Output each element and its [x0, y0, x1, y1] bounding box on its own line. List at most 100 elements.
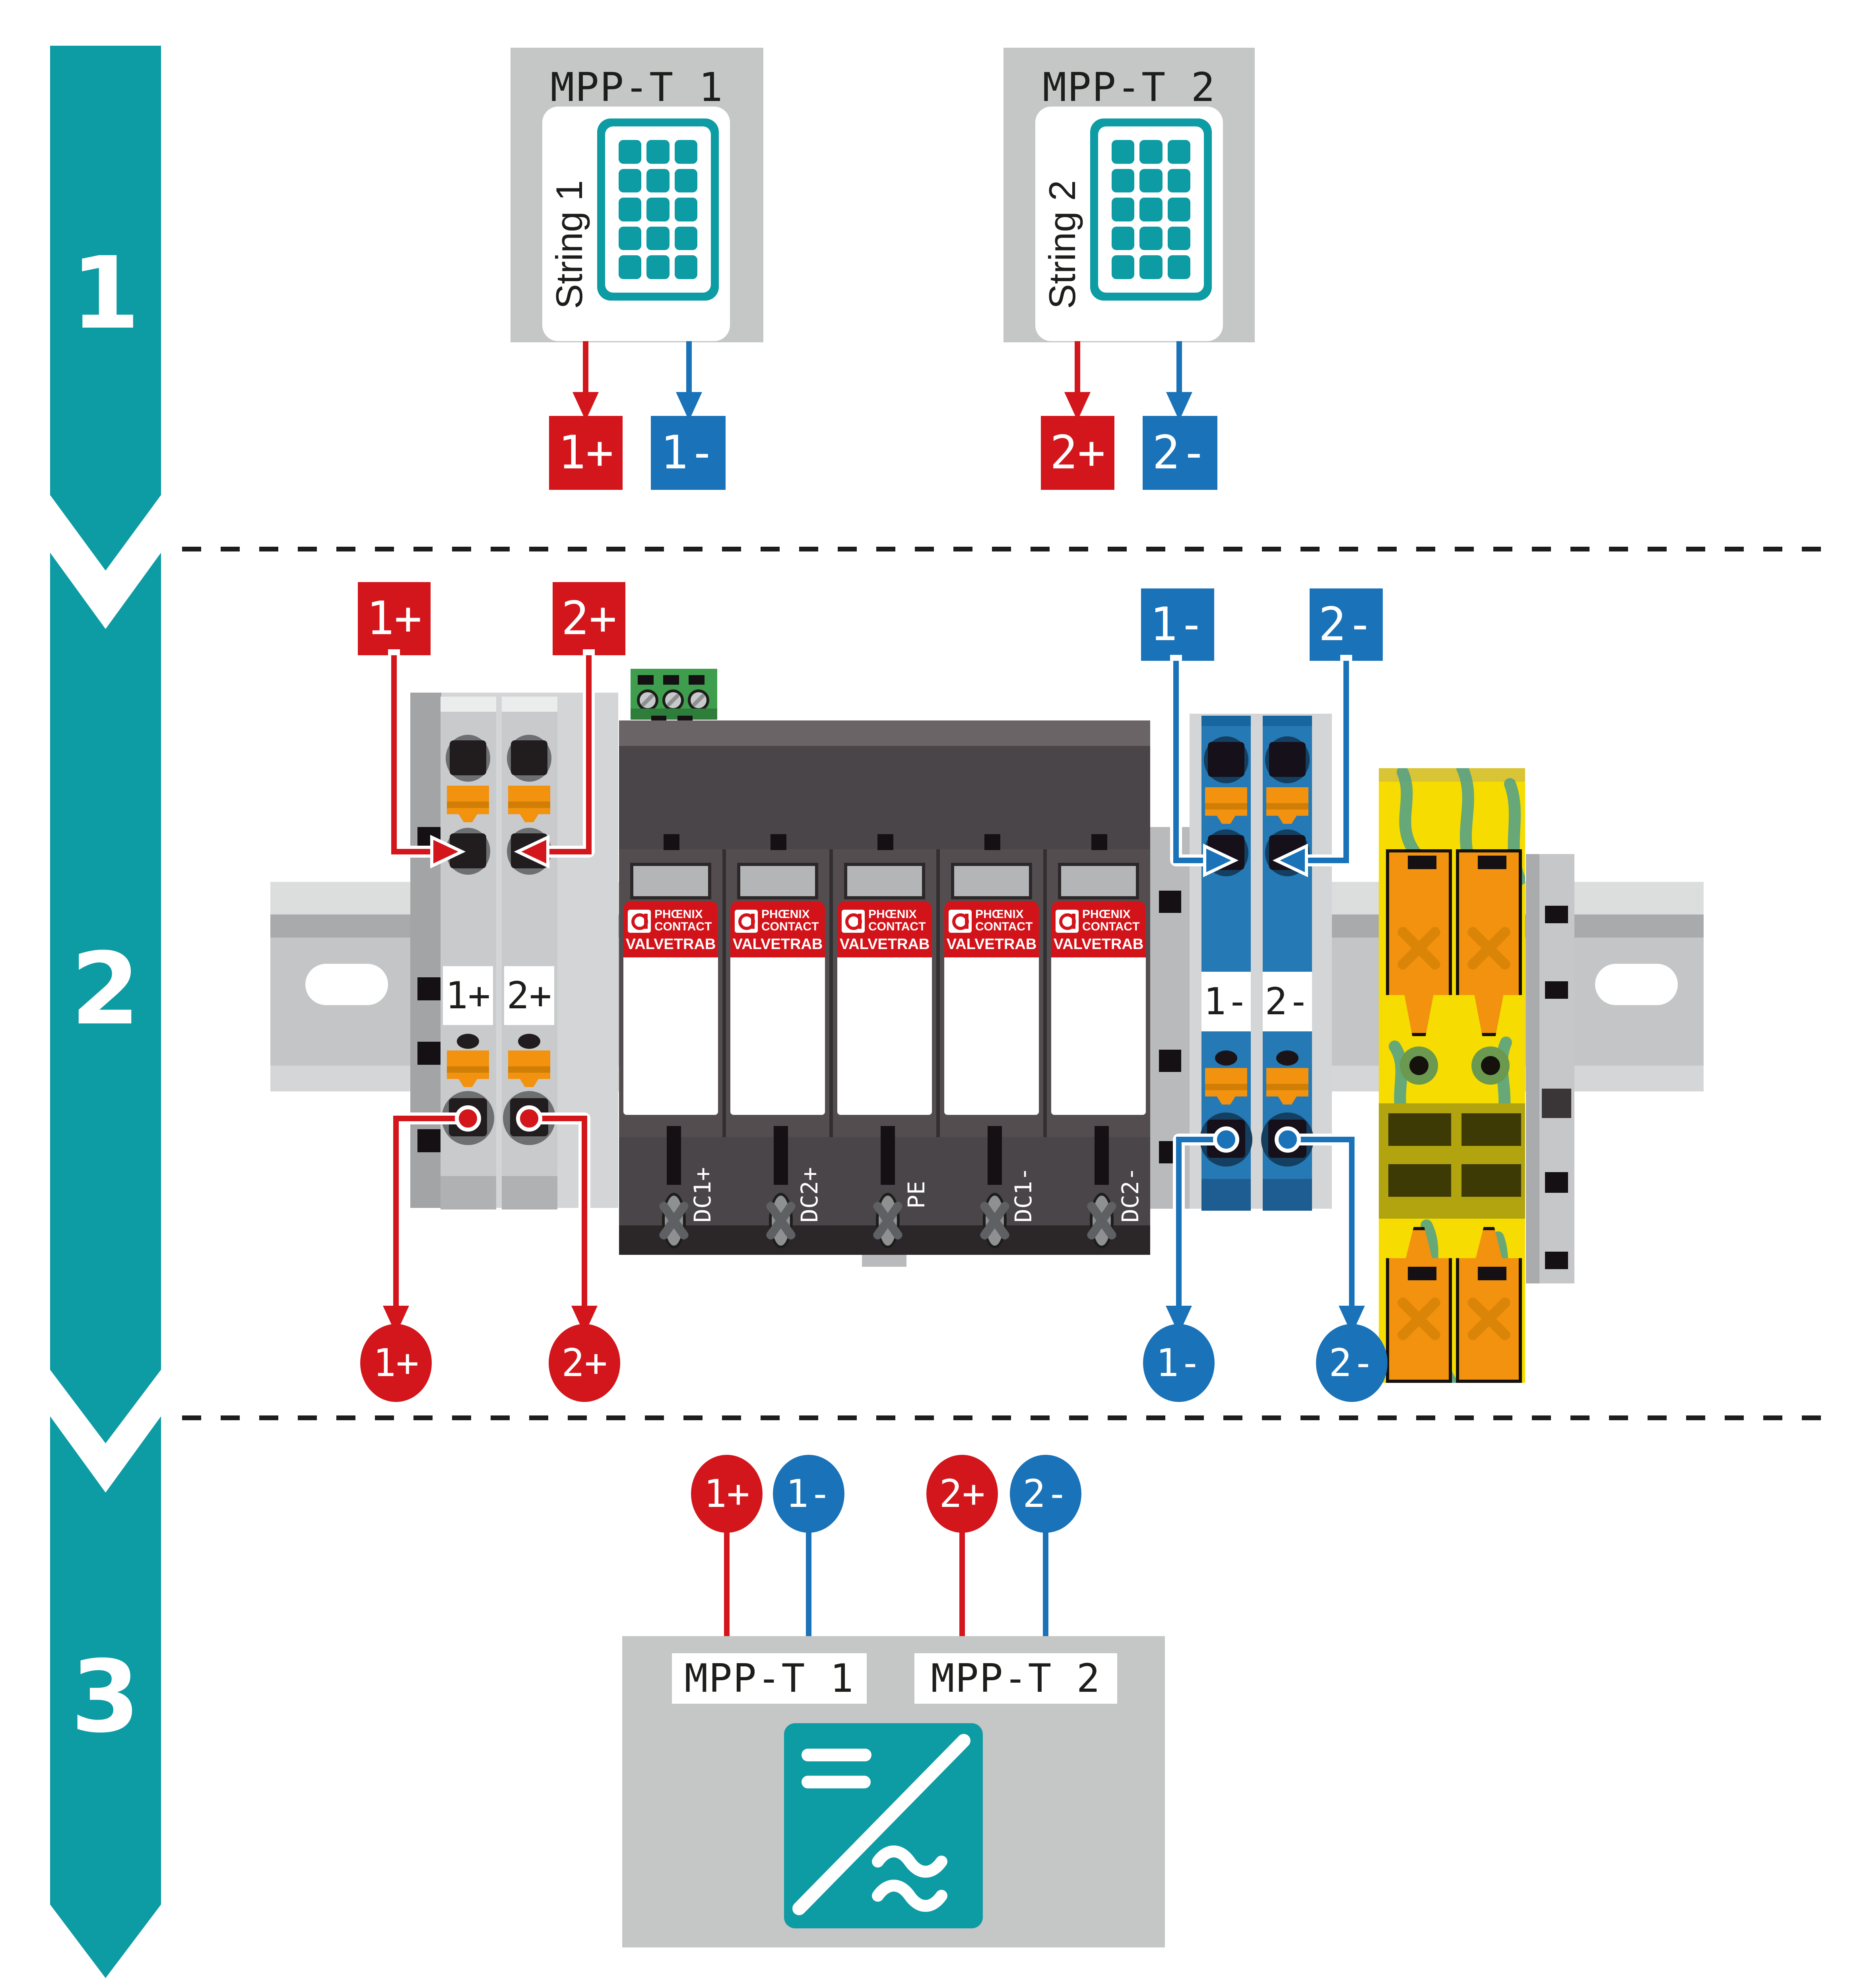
- brand-line2: CONTACT: [975, 920, 1033, 933]
- wire-hole[interactable]: [1208, 742, 1244, 777]
- inverter-dc-ac-symbol: [792, 1734, 970, 1915]
- step-number-3: 3: [71, 1639, 140, 1755]
- product-name: VALVETRAB: [1053, 936, 1144, 953]
- brand-line2: CONTACT: [654, 920, 712, 933]
- module-white-window: [944, 957, 1039, 1115]
- phoenix-contact-logo-icon: [842, 910, 865, 933]
- spd-screw[interactable]: [978, 1193, 1011, 1248]
- spd-green-connector: [631, 669, 717, 724]
- product-name: VALVETRAB: [839, 936, 930, 953]
- terminal-label-1minus: 1-: [1201, 972, 1251, 1031]
- module-white-window: [730, 957, 825, 1115]
- phoenix-contact-logo-icon: [735, 910, 758, 933]
- terminal-label-2minus: 2-: [1263, 972, 1312, 1031]
- status-window: [844, 863, 925, 899]
- terminal-label-1plus: 1+: [443, 966, 493, 1025]
- phoenix-contact-logo-icon: [1056, 910, 1079, 933]
- product-name: VALVETRAB: [625, 936, 716, 953]
- circle-2plus-section3: 2+: [926, 1455, 998, 1533]
- solar-panel-icon: [597, 118, 719, 301]
- wire-point-1minus[interactable]: [1213, 1126, 1239, 1153]
- module-white-window: [837, 957, 932, 1115]
- status-window: [630, 863, 711, 899]
- circle-1minus-section3: 1-: [773, 1455, 844, 1533]
- valvetrab-module[interactable]: PHŒNIX CONTACT VALVETRAB: [833, 834, 936, 1137]
- test-point: [457, 1034, 479, 1049]
- brand-line2: CONTACT: [1082, 920, 1140, 933]
- solar-panel-icon: [1090, 118, 1212, 301]
- wire-hole[interactable]: [1269, 742, 1306, 777]
- mppt2-input-field: MPP-T 2: [914, 1653, 1117, 1704]
- test-point: [1215, 1050, 1237, 1066]
- wire-point-1plus[interactable]: [455, 1105, 481, 1132]
- din-rail-slot-left: [305, 964, 388, 1005]
- circle-2minus-section3: 2-: [1010, 1455, 1081, 1533]
- valvetrab-module[interactable]: PHŒNIX CONTACT VALVETRAB: [1047, 834, 1150, 1137]
- status-window: [1058, 863, 1139, 899]
- wire-point-2minus[interactable]: [1275, 1126, 1301, 1153]
- step-band-3: [50, 1416, 161, 1978]
- module-brand-label: PHŒNIX CONTACT VALVETRAB: [623, 901, 718, 957]
- circle-1minus-section2: 1-: [1143, 1324, 1215, 1402]
- solar-panel-cells: [1112, 140, 1190, 279]
- brand-line2: CONTACT: [868, 920, 926, 933]
- tag-1minus-section1: 1-: [651, 416, 726, 490]
- tag-1plus-section1: 1+: [549, 416, 623, 490]
- spd-screw[interactable]: [658, 1193, 690, 1248]
- status-window: [737, 863, 818, 899]
- phoenix-contact-logo-icon: [628, 910, 651, 933]
- circle-2minus-section2: 2-: [1316, 1324, 1388, 1402]
- valvetrab-module[interactable]: PHŒNIX CONTACT VALVETRAB: [619, 834, 722, 1137]
- wire-hole[interactable]: [511, 740, 547, 775]
- solar-panel-frame: [605, 126, 711, 293]
- terminal-label-2plus: 2+: [504, 966, 554, 1025]
- brand-line2: CONTACT: [761, 920, 819, 933]
- step-number-1: 1: [71, 235, 140, 351]
- module-brand-label: PHŒNIX CONTACT VALVETRAB: [837, 901, 932, 957]
- module-white-window: [623, 957, 718, 1115]
- spd-screw[interactable]: [765, 1193, 797, 1248]
- tag-2plus-section1: 2+: [1041, 416, 1114, 490]
- ground-busbar-recess: [1379, 1103, 1525, 1219]
- wire-point-2plus[interactable]: [516, 1105, 542, 1132]
- string2-panel-title: MPP-T 2: [1042, 64, 1216, 111]
- module-brand-label: PHŒNIX CONTACT VALVETRAB: [1051, 901, 1146, 957]
- tag-2minus-section1: 2-: [1143, 416, 1217, 490]
- step-band-1: [50, 46, 161, 571]
- module-brand-label: PHŒNIX CONTACT VALVETRAB: [730, 901, 825, 957]
- mppt1-input-field: MPP-T 1: [672, 1653, 867, 1704]
- section-divider-1: [182, 547, 1830, 551]
- tag-1plus-section2: 1+: [358, 582, 431, 655]
- product-name: VALVETRAB: [732, 936, 823, 953]
- wire-hole[interactable]: [450, 740, 486, 775]
- ground-terminal-block: [1379, 768, 1525, 1383]
- tag-1minus-section2: 1-: [1141, 588, 1214, 661]
- step-number-2: 2: [71, 931, 140, 1047]
- brand-line1: PHŒNIX: [1082, 908, 1131, 921]
- inverter-icon: [784, 1723, 983, 1928]
- step-band-2: [50, 553, 161, 1443]
- module-brand-label: PHŒNIX CONTACT VALVETRAB: [944, 901, 1039, 957]
- module-white-window: [1051, 957, 1146, 1115]
- valvetrab-module[interactable]: PHŒNIX CONTACT VALVETRAB: [940, 834, 1043, 1137]
- circle-2plus-section2: 2+: [549, 1324, 620, 1402]
- circle-1plus-section3: 1+: [691, 1455, 763, 1533]
- spd-screw[interactable]: [871, 1193, 904, 1248]
- spd-screw[interactable]: [1085, 1193, 1118, 1248]
- ground-screw[interactable]: [1471, 1046, 1510, 1085]
- solar-panel-cells: [619, 140, 697, 279]
- phoenix-contact-logo-icon: [949, 910, 972, 933]
- test-point: [518, 1034, 540, 1049]
- brand-line1: PHŒNIX: [654, 908, 703, 921]
- string1-panel-title: MPP-T 1: [550, 64, 724, 111]
- clamp-lever[interactable]: [508, 1050, 550, 1087]
- brand-line1: PHŒNIX: [761, 908, 810, 921]
- valvetrab-module[interactable]: PHŒNIX CONTACT VALVETRAB: [726, 834, 829, 1137]
- solar-panel-frame: [1098, 126, 1204, 293]
- end-bracket: [1526, 854, 1574, 1283]
- ground-screw[interactable]: [1400, 1046, 1438, 1085]
- circle-1plus-section2: 1+: [360, 1324, 432, 1402]
- din-rail-slot-right: [1595, 964, 1678, 1005]
- tag-2plus-section2: 2+: [553, 582, 625, 655]
